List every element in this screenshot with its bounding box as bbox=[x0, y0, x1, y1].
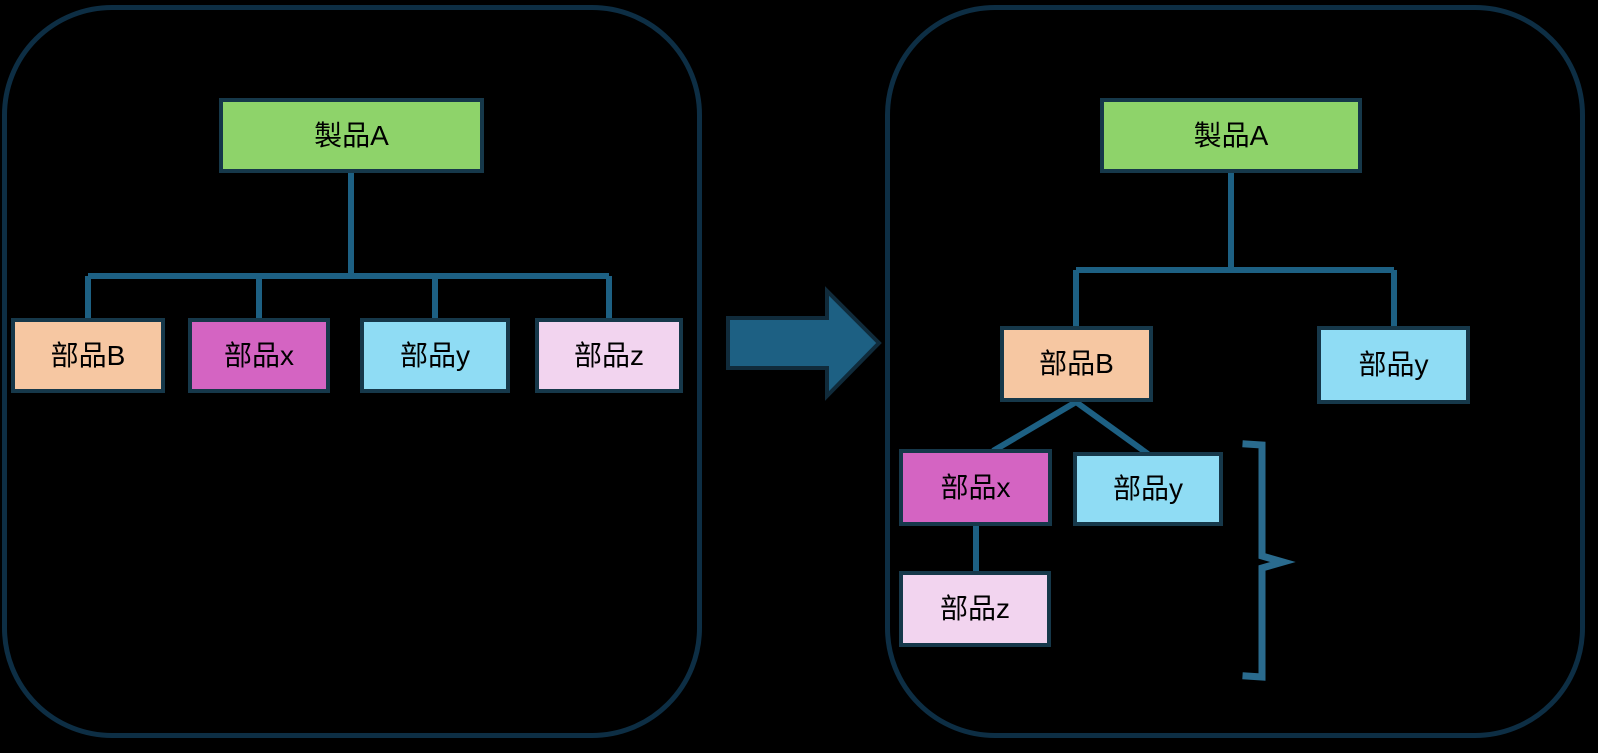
after-panel-outline bbox=[885, 5, 1585, 738]
after-node-product-a-label: 製品A bbox=[1193, 119, 1269, 151]
after-node-part-y-sub: 部品y bbox=[1073, 452, 1223, 526]
before-node-product-a: 製品A bbox=[219, 98, 484, 173]
after-node-part-y-top: 部品y bbox=[1317, 326, 1470, 404]
before-node-part-y: 部品y bbox=[360, 318, 510, 393]
before-node-part-z-label: 部品z bbox=[573, 339, 644, 371]
before-node-part-x: 部品x bbox=[188, 318, 330, 393]
before-node-part-y-label: 部品y bbox=[399, 339, 470, 371]
before-node-part-z: 部品z bbox=[535, 318, 683, 393]
right-arrow-icon bbox=[726, 286, 882, 401]
before-node-part-b: 部品B bbox=[11, 318, 165, 393]
after-node-part-x-label: 部品x bbox=[940, 471, 1011, 503]
after-tree-connectors bbox=[973, 173, 1397, 573]
after-node-part-z-label: 部品z bbox=[939, 593, 1010, 624]
before-tree-connectors bbox=[85, 173, 612, 320]
curly-brace-icon bbox=[1242, 440, 1296, 681]
before-node-part-x-label: 部品x bbox=[223, 339, 294, 371]
after-node-part-y-top-label: 部品y bbox=[1358, 349, 1429, 380]
after-node-part-y-sub-label: 部品y bbox=[1112, 473, 1183, 504]
after-node-part-z: 部品z bbox=[899, 571, 1051, 647]
after-node-part-x: 部品x bbox=[899, 449, 1052, 526]
before-node-product-a-label: 製品A bbox=[314, 119, 389, 151]
before-node-part-b-label: 部品B bbox=[50, 339, 126, 371]
after-node-part-b: 部品B bbox=[1000, 326, 1153, 402]
after-node-product-a: 製品A bbox=[1100, 98, 1362, 173]
after-node-part-b-label: 部品B bbox=[1039, 348, 1114, 379]
before-panel-outline bbox=[2, 5, 702, 738]
